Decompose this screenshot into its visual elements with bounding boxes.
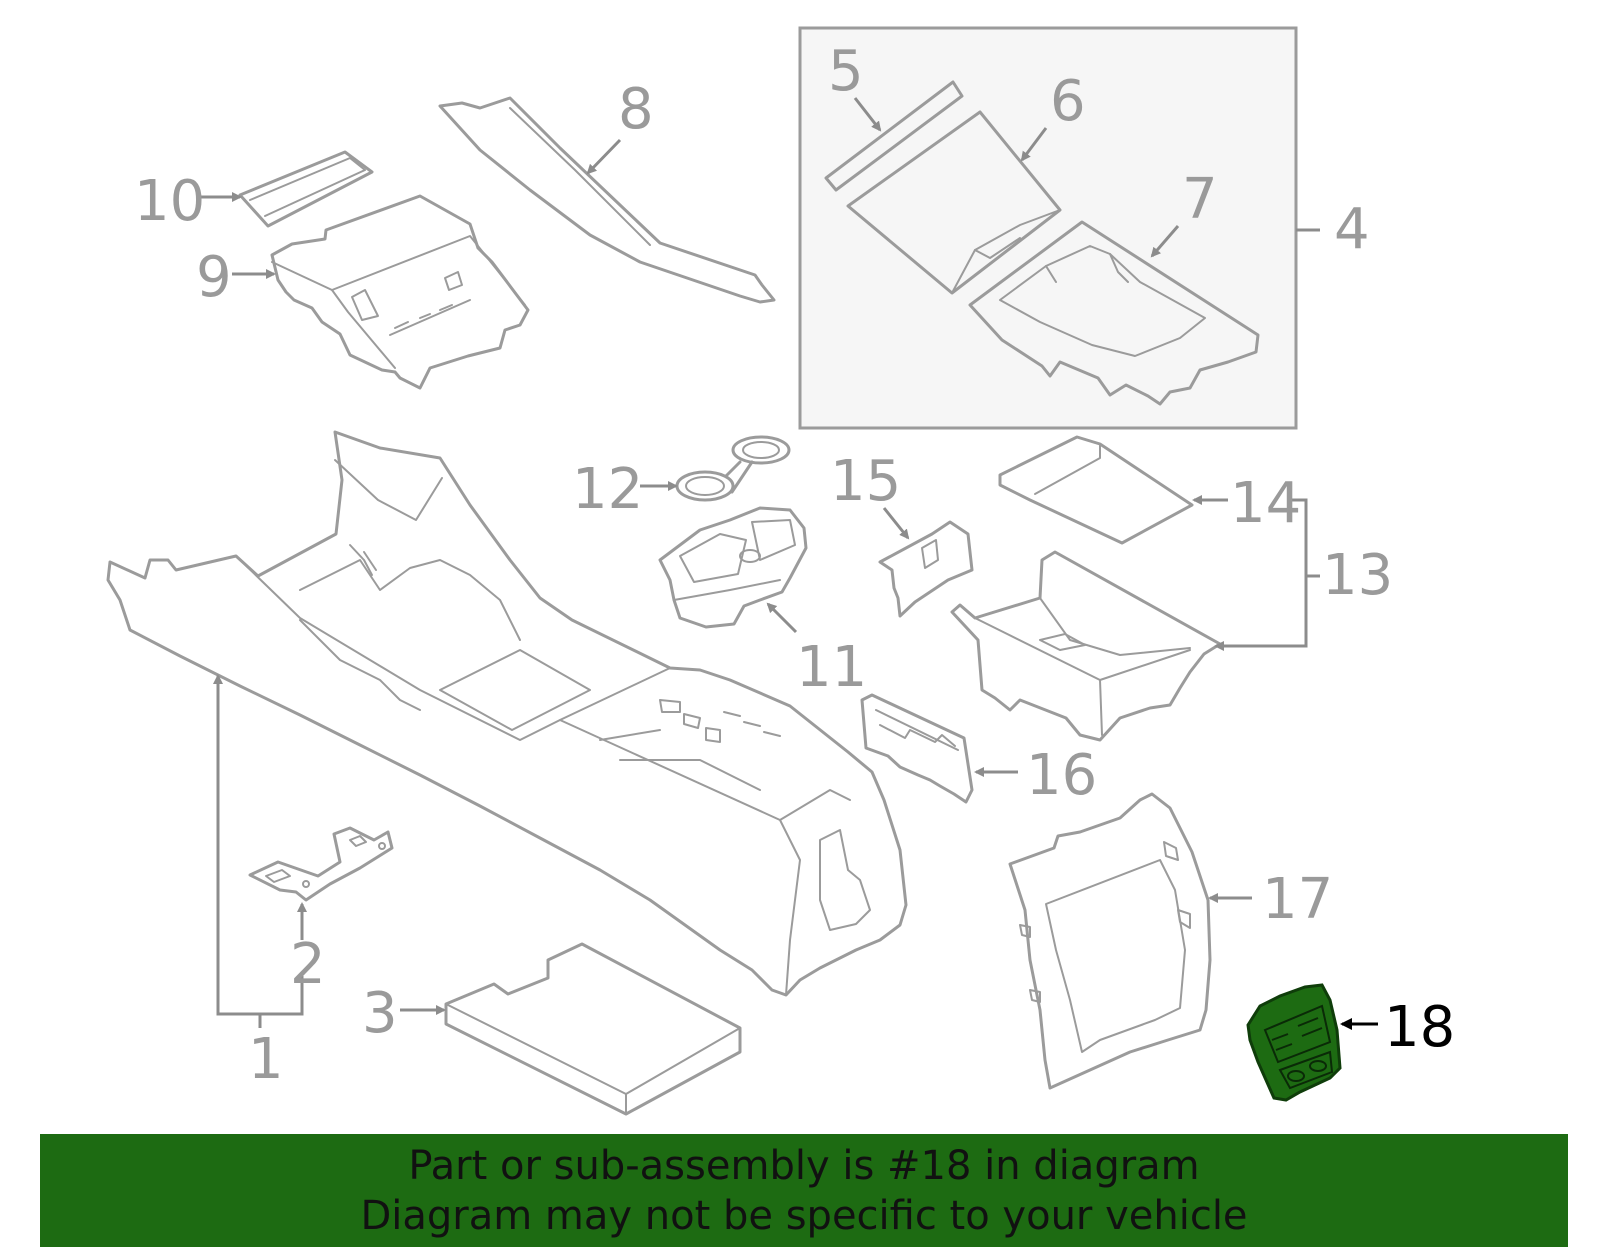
leader-11 [766,602,798,634]
callout-17: 17 [1262,867,1333,932]
leader-8 [586,138,622,175]
part-15-bracket[interactable] [878,520,974,618]
banner-line-2: Diagram may not be specific to your vehi… [360,1192,1248,1239]
part-18-control-switch[interactable] [1246,983,1342,1102]
callout-12: 12 [572,457,643,522]
info-banner: Part or sub-assembly is #18 in diagram D… [40,1134,1568,1247]
callout-16: 16 [1026,743,1097,808]
leader-5 [853,97,882,132]
callout-11: 11 [796,635,867,700]
leader-lines [200,97,1378,1030]
part-13-bin[interactable] [950,550,1222,742]
assembly-4-group-box [798,26,1298,430]
part-16-switch-panel[interactable] [860,693,974,804]
leader-13 [1214,498,1308,651]
callout-18: 18 [1384,995,1455,1060]
callout-3: 3 [362,981,398,1046]
part-8-trim-strip[interactable] [438,96,776,304]
callout-10: 10 [134,169,205,234]
part-3-pad[interactable] [444,942,742,1116]
callout-8: 8 [618,77,654,142]
callout-5: 5 [828,39,864,104]
callout-1: 1 [248,1027,284,1092]
callout-4: 4 [1334,197,1370,262]
callout-labels: 1 2 3 4 5 6 7 8 9 10 11 12 13 14 15 16 1… [134,39,1455,1092]
callout-7: 7 [1182,167,1218,232]
part-1-center-console[interactable] [106,430,908,997]
callout-15: 15 [830,449,901,514]
callout-14: 14 [1230,471,1301,536]
callout-9: 9 [196,245,232,310]
leader-15 [882,507,910,540]
callout-6: 6 [1050,69,1086,134]
part-17-bezel-frame[interactable] [1008,792,1212,1090]
part-2-bracket[interactable] [248,826,394,902]
part-5-strip[interactable] [824,80,964,192]
leader-7 [1150,225,1180,258]
part-9-storage-tray[interactable] [270,194,530,390]
part-11-cup-holder[interactable] [658,506,808,629]
callout-13: 13 [1322,543,1393,608]
part-6-mat[interactable] [846,110,1062,295]
banner-line-1: Part or sub-assembly is #18 in diagram [408,1142,1200,1189]
part-10-pad[interactable] [238,150,374,228]
part-12-rubber-insert[interactable] [675,435,791,502]
part-14-mat[interactable] [998,435,1194,545]
callout-2: 2 [290,932,326,997]
part-7-bezel[interactable] [968,220,1260,406]
leader-6 [1020,127,1048,162]
